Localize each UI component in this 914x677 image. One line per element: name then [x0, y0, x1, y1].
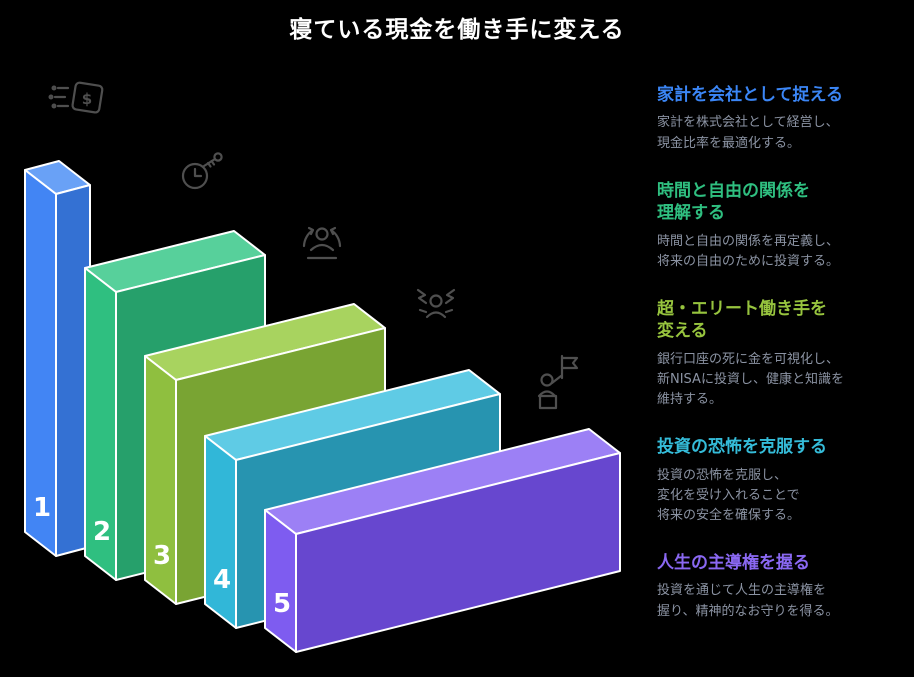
step-1-front-face	[24, 169, 57, 557]
step-5-number: 5	[273, 589, 291, 619]
step-3-heading: 超・エリート働き手を 変える	[657, 298, 827, 342]
step-5-heading: 人生の主導権を握る	[657, 553, 810, 574]
step-5-front-face	[264, 509, 297, 653]
step-1-description: 家計を会社として捉える 家計を株式会社として経営し、 現金比率を最適化する。	[657, 84, 889, 154]
step-descriptions: 家計を会社として捉える 家計を株式会社として経営し、 現金比率を最適化する。 時…	[657, 84, 889, 648]
step-2-number: 2	[93, 517, 111, 547]
person-sync-icon	[302, 226, 342, 260]
step-2-front-face	[84, 267, 117, 581]
step-2-body: 時間と自由の関係を再定義し、 将来の自由のために投資する。	[657, 233, 840, 269]
step-1-number: 1	[33, 493, 51, 523]
person-anxiety-icon	[416, 288, 456, 319]
page-title: 寝ている現金を働き手に変える	[289, 17, 625, 43]
step-4-description: 投資の恐怖を克服する 投資の恐怖を克服し、 変化を受け入れることで 将来の安全を…	[657, 436, 889, 526]
money-tag-icon: $	[48, 81, 104, 114]
step-3-number: 3	[153, 541, 171, 571]
step-3-body: 銀行口座の死に金を可視化し、 新NISAに投資し、健康と知識を 維持する。	[657, 351, 844, 408]
step-1-heading: 家計を会社として捉える	[657, 85, 843, 105]
step-4-front-face	[204, 435, 237, 629]
step-5-description: 人生の主導権を握る 投資を通じて人生の主導権を 握り、精神的なお守りを得る。	[657, 552, 889, 622]
person-flag-icon	[537, 354, 579, 410]
step-4-number: 4	[213, 565, 231, 595]
step-1-body: 家計を株式会社として経営し、 現金比率を最適化する。	[657, 115, 839, 151]
step-2-heading: 時間と自由の関係を 理解する	[657, 180, 810, 224]
clock-key-icon	[181, 152, 223, 190]
step-5: 5	[264, 428, 621, 653]
svg-text:$: $	[82, 90, 92, 108]
step-3-description: 超・エリート働き手を 変える 銀行口座の死に金を可視化し、 新NISAに投資し、…	[657, 298, 889, 410]
step-1: 1	[24, 160, 91, 557]
step-5-body: 投資を通じて人生の主導権を 握り、精神的なお守りを得る。	[657, 583, 839, 619]
step-2-description: 時間と自由の関係を 理解する 時間と自由の関係を再定義し、 将来の自由のために投…	[657, 180, 889, 272]
step-4-heading: 投資の恐怖を克服する	[657, 437, 827, 458]
step-3-front-face	[144, 355, 177, 605]
step-4-body: 投資の恐怖を克服し、 変化を受け入れることで 将来の安全を確保する。	[657, 467, 801, 523]
